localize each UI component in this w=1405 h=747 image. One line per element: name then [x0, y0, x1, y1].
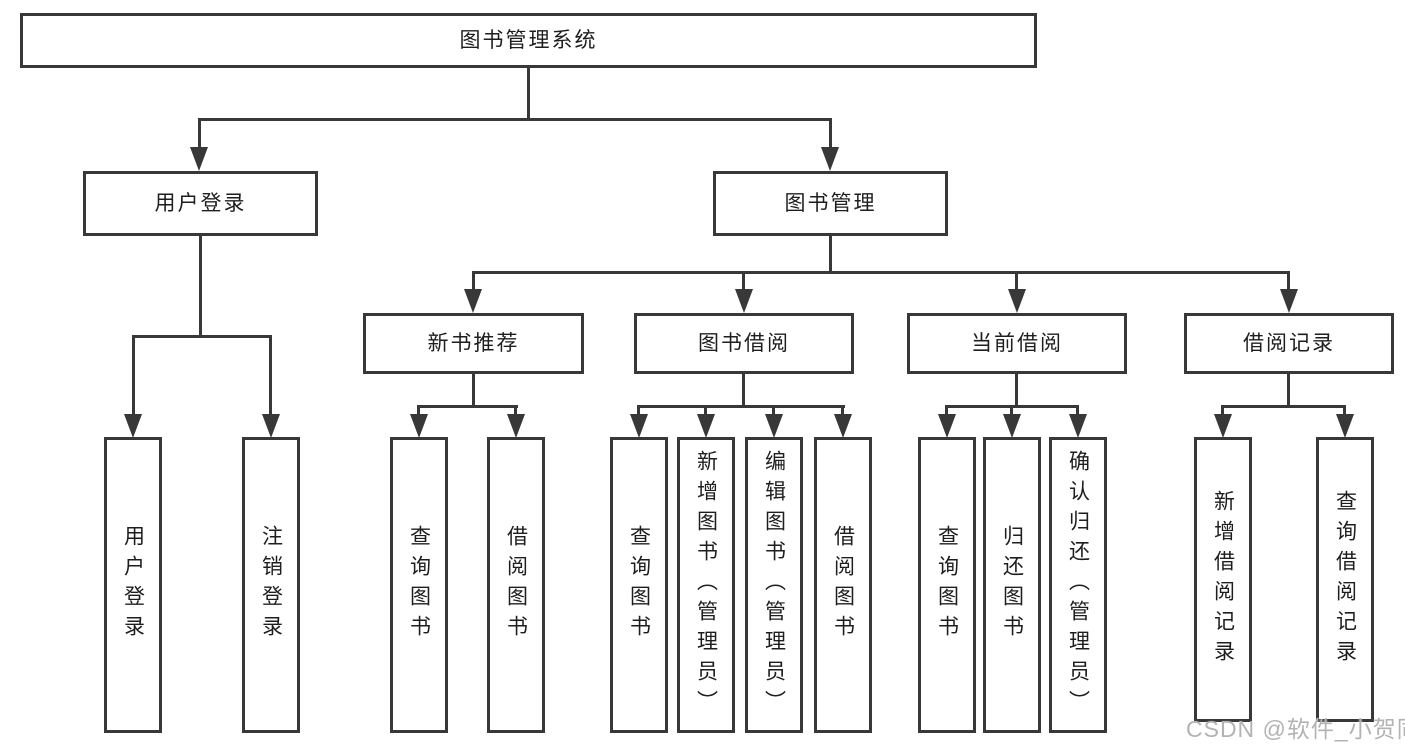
node-new-book-recommend-label: 新书推荐: [427, 331, 520, 355]
connector-line: [1015, 271, 1018, 291]
node-book-management-label: 图书管理: [784, 191, 877, 215]
node-user-login: 用户登录: [83, 171, 318, 236]
arrow-down-icon: [697, 414, 715, 438]
node-root-label: 图书管理系统: [459, 28, 598, 52]
connector-line: [199, 236, 202, 337]
connector-line: [742, 374, 745, 407]
connector-line: [1010, 405, 1013, 416]
arrow-down-icon: [507, 414, 525, 438]
leaf-records-query-record-label: 查询借阅记录: [1333, 489, 1357, 670]
connector-line: [841, 405, 844, 416]
node-new-book-recommend: 新书推荐: [363, 313, 584, 374]
leaf-newbook-borrow-book-label: 借阅图书: [504, 525, 528, 645]
arrow-down-icon: [765, 414, 783, 438]
arrow-down-icon: [1069, 414, 1087, 438]
node-user-login-label: 用户登录: [154, 191, 247, 215]
leaf-records-add-record-label: 新增借阅记录: [1211, 489, 1235, 670]
arrow-down-icon: [410, 414, 428, 438]
arrow-down-icon: [1336, 414, 1354, 438]
node-book-borrow: 图书借阅: [634, 313, 854, 374]
connector-line: [1287, 271, 1290, 291]
arrow-down-icon: [834, 414, 852, 438]
arrow-down-icon: [1214, 414, 1232, 438]
leaf-newbook-borrow-book: 借阅图书: [487, 437, 545, 733]
connector-line: [945, 405, 948, 416]
connector-line: [637, 405, 640, 416]
leaf-current-return-book-label: 归还图书: [1000, 525, 1024, 645]
connector-line: [514, 405, 517, 416]
arrow-down-icon: [1280, 289, 1298, 313]
leaf-borrow-add-book-admin: 新增图书（管理员）: [677, 437, 735, 733]
connector-line: [1015, 374, 1018, 407]
arrow-down-icon: [938, 414, 956, 438]
leaf-borrow-borrow-book: 借阅图书: [814, 437, 872, 733]
leaf-newbook-query-book: 查询图书: [390, 437, 448, 733]
leaf-borrow-edit-book-admin: 编辑图书（管理员）: [745, 437, 803, 733]
connector-line: [829, 236, 832, 273]
connector-line: [772, 405, 775, 416]
node-current-borrow-label: 当前借阅: [971, 331, 1063, 355]
connector-line: [704, 405, 707, 416]
node-book-borrow-label: 图书借阅: [698, 331, 790, 355]
connector-line: [829, 118, 832, 150]
leaf-borrow-query-book-label: 查询图书: [627, 525, 651, 645]
connector-line: [417, 405, 518, 408]
connector-line: [742, 271, 745, 291]
leaf-borrow-borrow-book-label: 借阅图书: [831, 525, 855, 645]
connector-line: [472, 271, 1290, 274]
node-borrow-records: 借阅记录: [1184, 313, 1394, 374]
connector-line: [198, 118, 201, 150]
connector-line: [132, 335, 135, 416]
connector-line: [132, 335, 272, 338]
connector-line: [472, 374, 475, 407]
leaf-records-query-record: 查询借阅记录: [1316, 437, 1374, 722]
arrow-down-icon: [1003, 414, 1021, 438]
arrow-down-icon: [262, 414, 280, 438]
node-book-management: 图书管理: [713, 171, 948, 236]
arrow-down-icon: [124, 414, 142, 438]
leaf-current-return-book: 归还图书: [983, 437, 1041, 733]
arrow-down-icon: [735, 289, 753, 313]
arrow-down-icon: [464, 289, 482, 313]
leaf-newbook-query-book-label: 查询图书: [407, 525, 431, 645]
connector-line: [1287, 374, 1290, 407]
connector-line: [527, 68, 530, 118]
arrow-down-icon: [1008, 289, 1026, 313]
arrow-down-icon: [821, 147, 839, 171]
connector-line: [1221, 405, 1346, 408]
leaf-logout-login: 注销登录: [242, 437, 300, 733]
leaf-current-query-book: 查询图书: [918, 437, 976, 733]
arrow-down-icon: [190, 147, 208, 171]
leaf-user-login-label: 用户登录: [121, 525, 145, 645]
node-current-borrow: 当前借阅: [907, 313, 1127, 374]
connector-line: [472, 271, 475, 291]
leaf-records-add-record: 新增借阅记录: [1194, 437, 1252, 722]
leaf-current-confirm-return-admin-label: 确认归还（管理员）: [1066, 450, 1090, 720]
leaf-borrow-edit-book-admin-label: 编辑图书（管理员）: [762, 450, 786, 720]
connector-line: [1343, 405, 1346, 416]
connector-line: [269, 335, 272, 416]
connector-line: [417, 405, 420, 416]
leaf-borrow-add-book-admin-label: 新增图书（管理员）: [694, 450, 718, 720]
node-root: 图书管理系统: [20, 13, 1037, 68]
leaf-current-query-book-label: 查询图书: [935, 525, 959, 645]
connector-line: [637, 405, 845, 408]
watermark: CSDN @软件_小贺同学: [1186, 716, 1405, 742]
connector-line: [1221, 405, 1224, 416]
leaf-current-confirm-return-admin: 确认归还（管理员）: [1049, 437, 1107, 733]
arrow-down-icon: [630, 414, 648, 438]
node-borrow-records-label: 借阅记录: [1243, 331, 1335, 355]
leaf-borrow-query-book: 查询图书: [610, 437, 668, 733]
leaf-user-login: 用户登录: [104, 437, 162, 733]
leaf-logout-login-label: 注销登录: [259, 525, 283, 645]
connector-line: [1076, 405, 1079, 416]
connector-line: [198, 118, 832, 121]
